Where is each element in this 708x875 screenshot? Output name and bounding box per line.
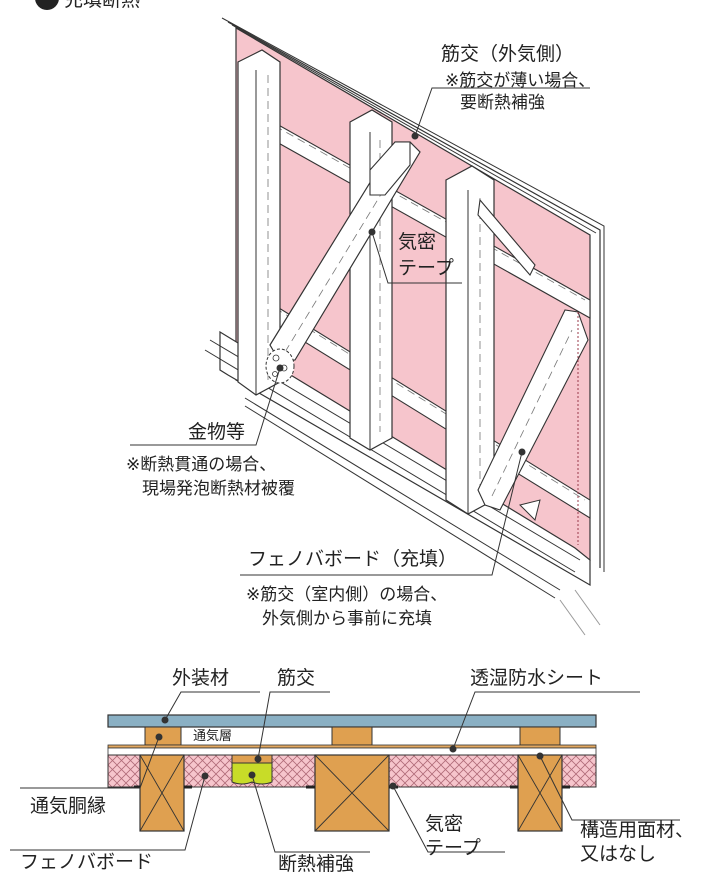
label-moisture-sheet: 透湿防水シート <box>470 667 603 689</box>
label-hardware-note-1: ※断熱貫通の場合、 <box>126 455 276 475</box>
label-vent-furring: 通気胴縁 <box>30 795 106 817</box>
label-brace-outer-note-2: 要断熱補強 <box>460 93 545 113</box>
label-hardware: 金物等 <box>188 421 245 443</box>
sill-plate <box>219 330 591 587</box>
stud-sections <box>139 754 563 832</box>
section-marker <box>35 0 59 10</box>
label-phenol-note-1: ※筋交（室内側）の場合、 <box>246 585 447 605</box>
label-brace-outer: 筋交（外気側） <box>441 43 574 65</box>
bottom-section-diagram: 外装材 筋交 透湿防水シート 通気層 通気胴縁 フェノバボード 断熱補強 気密 … <box>10 667 694 875</box>
label-vent-layer: 通気層 <box>193 728 232 744</box>
label-airtight-tape-top-1: 気密 <box>398 231 436 253</box>
label-airtight-tape-bottom-1: 気密 <box>425 813 463 835</box>
label-exterior-material: 外装材 <box>172 667 229 689</box>
label-airtight-tape-top-2: テープ <box>398 257 454 279</box>
label-phenol-board-fill: フェノバボード（充填） <box>248 548 457 570</box>
label-airtight-tape-bottom-2: テープ <box>425 837 481 859</box>
label-insulation-reinforce: 断熱補強 <box>278 853 354 875</box>
label-brace-outer-note-1: ※筋交が薄い場合、 <box>445 71 595 91</box>
label-brace: 筋交 <box>277 667 315 689</box>
exterior-siding <box>107 714 597 728</box>
label-phenol-note-2: 外気側から事前に充填 <box>262 609 432 629</box>
label-structural-panel-2: 又はなし <box>580 843 656 865</box>
label-phenol-board: フェノバボード <box>20 851 153 873</box>
label-structural-panel-1: 構造用面材、 <box>580 819 694 841</box>
top-wall-diagram: 充填断熱 <box>35 0 605 636</box>
section-label: 充填断熱 <box>64 0 140 11</box>
label-hardware-note-2: 現場発泡断熱材被覆 <box>142 479 295 499</box>
brace-inner <box>477 309 589 511</box>
